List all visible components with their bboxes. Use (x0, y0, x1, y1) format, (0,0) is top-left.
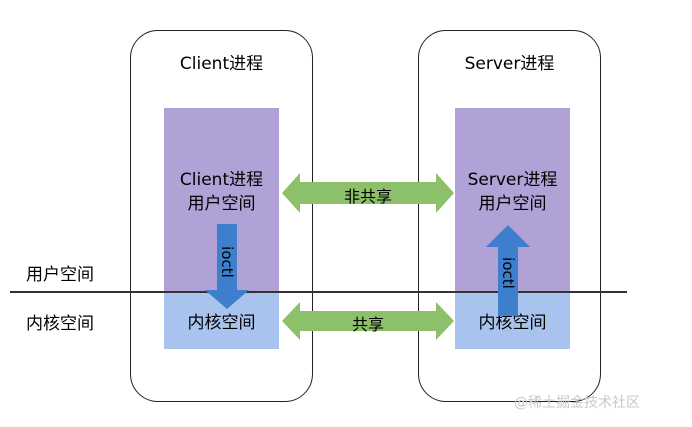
side-label-kernel-space: 内核空间 (26, 314, 94, 334)
client-ioctl-label: ioctl (218, 246, 236, 278)
watermark: @稀土掘金技术社区 (514, 395, 640, 411)
link-label-non-shared: 非共享 (343, 187, 392, 206)
server-process-title: Server进程 (464, 54, 555, 74)
server-ioctl-label: ioctl (499, 257, 517, 289)
server-user-space-line1: Server进程 (467, 170, 558, 190)
client-ioctl-down-arrow (205, 224, 249, 309)
double-arrow-kernel-space (282, 302, 454, 340)
client-user-space-line2: 用户空间 (187, 194, 256, 214)
double-arrow-user-space (282, 173, 454, 213)
client-user-space-line1: Client进程 (179, 170, 264, 190)
user-kernel-divider (10, 291, 627, 293)
server-kernel-space-label: 内核空间 (478, 313, 547, 333)
link-label-shared: 共享 (351, 315, 384, 334)
server-user-space-line2: 用户空间 (478, 194, 547, 214)
client-process-title: Client进程 (179, 54, 264, 74)
client-kernel-space-label: 内核空间 (187, 313, 256, 333)
side-label-user-space: 用户空间 (26, 265, 94, 285)
server-ioctl-up-arrow (486, 225, 530, 316)
